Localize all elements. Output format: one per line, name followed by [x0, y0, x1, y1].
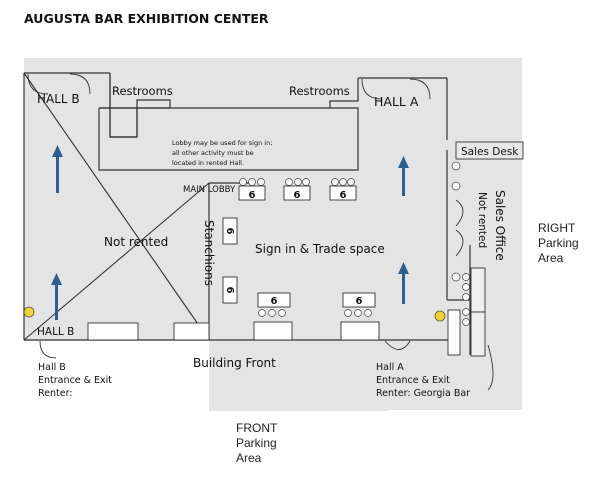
main-lobby-label: MAIN LOBBY [183, 185, 236, 195]
hall-b-top-label: HALL B [37, 92, 80, 106]
stanchions-label: Stanchions [202, 220, 216, 286]
building-front-label: Building Front [193, 356, 276, 370]
lobby-note-line-3: located in rented Hall. [172, 159, 244, 167]
sales-desk-label: Sales Desk [461, 146, 519, 158]
not-rented-office-label: Not rented [476, 192, 488, 248]
hall-b-entrance-line-1: Hall B [38, 362, 66, 373]
table-top-3: 6 [340, 190, 347, 201]
front-parking-line-3: Area [236, 451, 262, 465]
hall-b-tables [87, 322, 210, 341]
right-parking-line-1: RIGHT [538, 221, 576, 235]
right-parking-label: RIGHT Parking Area [538, 221, 579, 266]
table-mid-1: 6 [271, 296, 278, 307]
lobby-note-line-1: Lobby may be used for sign in; [172, 139, 272, 147]
restrooms-left-label: Restrooms [112, 84, 173, 98]
not-rented-cross [23, 72, 210, 341]
table-top-2: 6 [294, 190, 301, 201]
chairs [239, 161, 470, 326]
hall-a-entrance-line-1: Hall A [376, 362, 404, 373]
direction-arrows [51, 145, 409, 320]
sales-office-tables [447, 267, 486, 357]
front-parking-label: FRONT Parking Area [236, 421, 277, 466]
table-top-1: 6 [249, 190, 256, 201]
table-mid-2: 6 [356, 296, 363, 307]
front-lobby-floor [209, 341, 389, 411]
front-parking-line-2: Parking [236, 436, 277, 450]
marker-hall-a [434, 310, 446, 322]
door-swings [27, 73, 494, 391]
walls [23, 72, 471, 355]
restrooms-right-label: Restrooms [289, 84, 350, 98]
table-side-2: 6 [224, 287, 235, 294]
hall-a-entrance-line-3: Renter: Georgia Bar [376, 388, 470, 399]
front-parking-line-1: FRONT [236, 421, 278, 435]
not-rented-label: Not rented [104, 235, 168, 249]
hall-a-label: HALL A [374, 94, 419, 109]
right-parking-line-3: Area [538, 251, 564, 265]
hall-b-entrance-line-3: Renter: [38, 388, 73, 399]
hall-b-entrance-line-2: Entrance & Exit [38, 375, 112, 386]
hall-b-bottom-label: HALL B [37, 326, 74, 338]
lobby-note-line-2: all other activity must be [172, 149, 254, 157]
front-outside-area [24, 341, 209, 411]
lobby-tables [222, 185, 380, 341]
sales-office-label: Sales Office [493, 190, 507, 261]
right-parking-line-2: Parking [538, 236, 579, 250]
marker-hall-b [23, 306, 35, 318]
table-side-1: 6 [224, 228, 235, 235]
hall-a-entrance-line-2: Entrance & Exit [376, 375, 450, 386]
page-title: AUGUSTA BAR EXHIBITION CENTER [24, 11, 269, 26]
sales-desk-box [455, 141, 524, 160]
sign-in-label: Sign in & Trade space [255, 242, 385, 256]
